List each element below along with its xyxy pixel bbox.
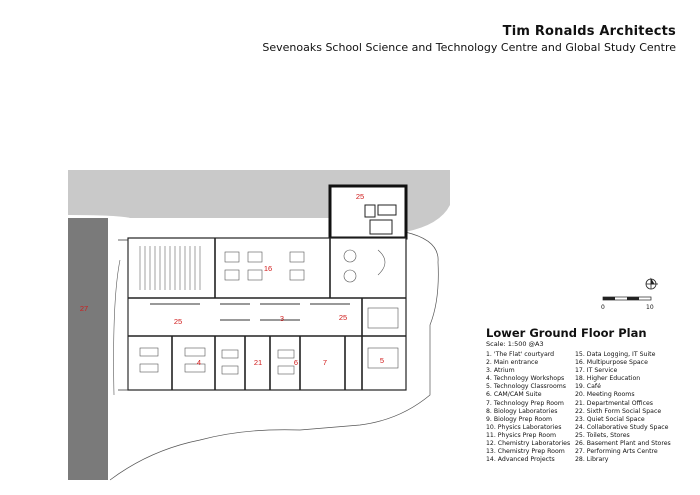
room-label: 21 [254,358,262,367]
legend-item: 21. Departmental Offices [575,399,654,407]
scale-bar [602,296,652,301]
project-title: Sevenoaks School Science and Technology … [262,41,676,54]
performing-arts-block [68,218,108,480]
legend-item: 19. Café [575,383,601,391]
room-label: 25 [339,313,347,322]
tiered-seating [139,246,201,290]
building-outline [127,237,407,391]
plan-title: Lower Ground Floor Plan [486,326,647,340]
site-boundary [109,231,439,481]
legend-item: 12. Chemistry Laboratories [486,440,571,448]
legend-item: 25. Toilets, Stores [575,431,630,439]
room-label: 3 [280,314,284,323]
room-label: 4 [197,358,201,367]
legend-item: 6. CAM/CAM Suite [486,391,542,399]
legend-item: 18. Higher Education [575,375,641,383]
atrium-glazing [150,303,350,321]
scale-bar-end-label: 10 [646,304,654,311]
room-label: 27 [80,304,88,313]
legend-item: 17. IT Service [575,367,618,375]
room-label: 6 [294,358,298,367]
room-label: 25 [356,192,364,201]
legend-item: 14. Advanced Projects [486,456,555,464]
interior-walls [128,238,406,390]
legend-item: 16. Multipurpose Space [575,359,648,367]
plan-scale: Scale: 1:500 @A3 [486,340,544,348]
legend-item: 9. Biology Prep Room [486,415,553,423]
site-boundary-inner [113,259,121,396]
legend-item: 8. Biology Laboratories [486,407,558,415]
legend-column-1: 1. 'The Flat' courtyard 2. Main entrance… [486,351,570,464]
legend-item: 13. Chemistry Prep Room [486,448,565,456]
workbenches [139,307,399,375]
north-arrow-icon [645,277,658,290]
legend-item: 27. Performing Arts Centre [575,448,658,456]
legend-item: 4. Technology Workshops [486,375,565,383]
multipurpose-furniture [224,249,386,283]
legend-item: 3. Atrium [486,367,515,375]
legend-item: 24. Collaborative Study Space [575,423,669,431]
legend-item: 2. Main entrance [486,359,539,367]
legend-item: 22. Sixth Form Social Space [575,407,662,415]
firm-name: Tim Ronalds Architects [502,24,676,39]
legend-column-2: 15. Data Logging, IT Suite 16. Multipurp… [575,351,671,464]
legend-item: 23. Quiet Social Space [575,415,645,423]
toilets-block [328,184,408,240]
legend-item: 1. 'The Flat' courtyard [486,351,555,358]
legend-item: 28. Library [575,456,609,464]
legend-item: 11. Physics Prep Room [486,431,557,439]
legend-item: 15. Data Logging, IT Suite [575,351,656,358]
legend-item: 10. Physics Laboratories [486,423,562,431]
legend-item: 20. Meeting Rooms [575,391,635,399]
legend-item: 26. Basement Plant and Stores [575,440,671,448]
legend-item: 5. Technology Classrooms [486,383,567,391]
room-label: 25 [174,317,182,326]
legend-item: 7. Technology Prep Room [486,399,564,407]
room-label: 16 [264,264,272,273]
room-label: 5 [380,356,384,365]
room-label: 7 [323,358,327,367]
scale-bar-start-label: 0 [601,304,605,311]
